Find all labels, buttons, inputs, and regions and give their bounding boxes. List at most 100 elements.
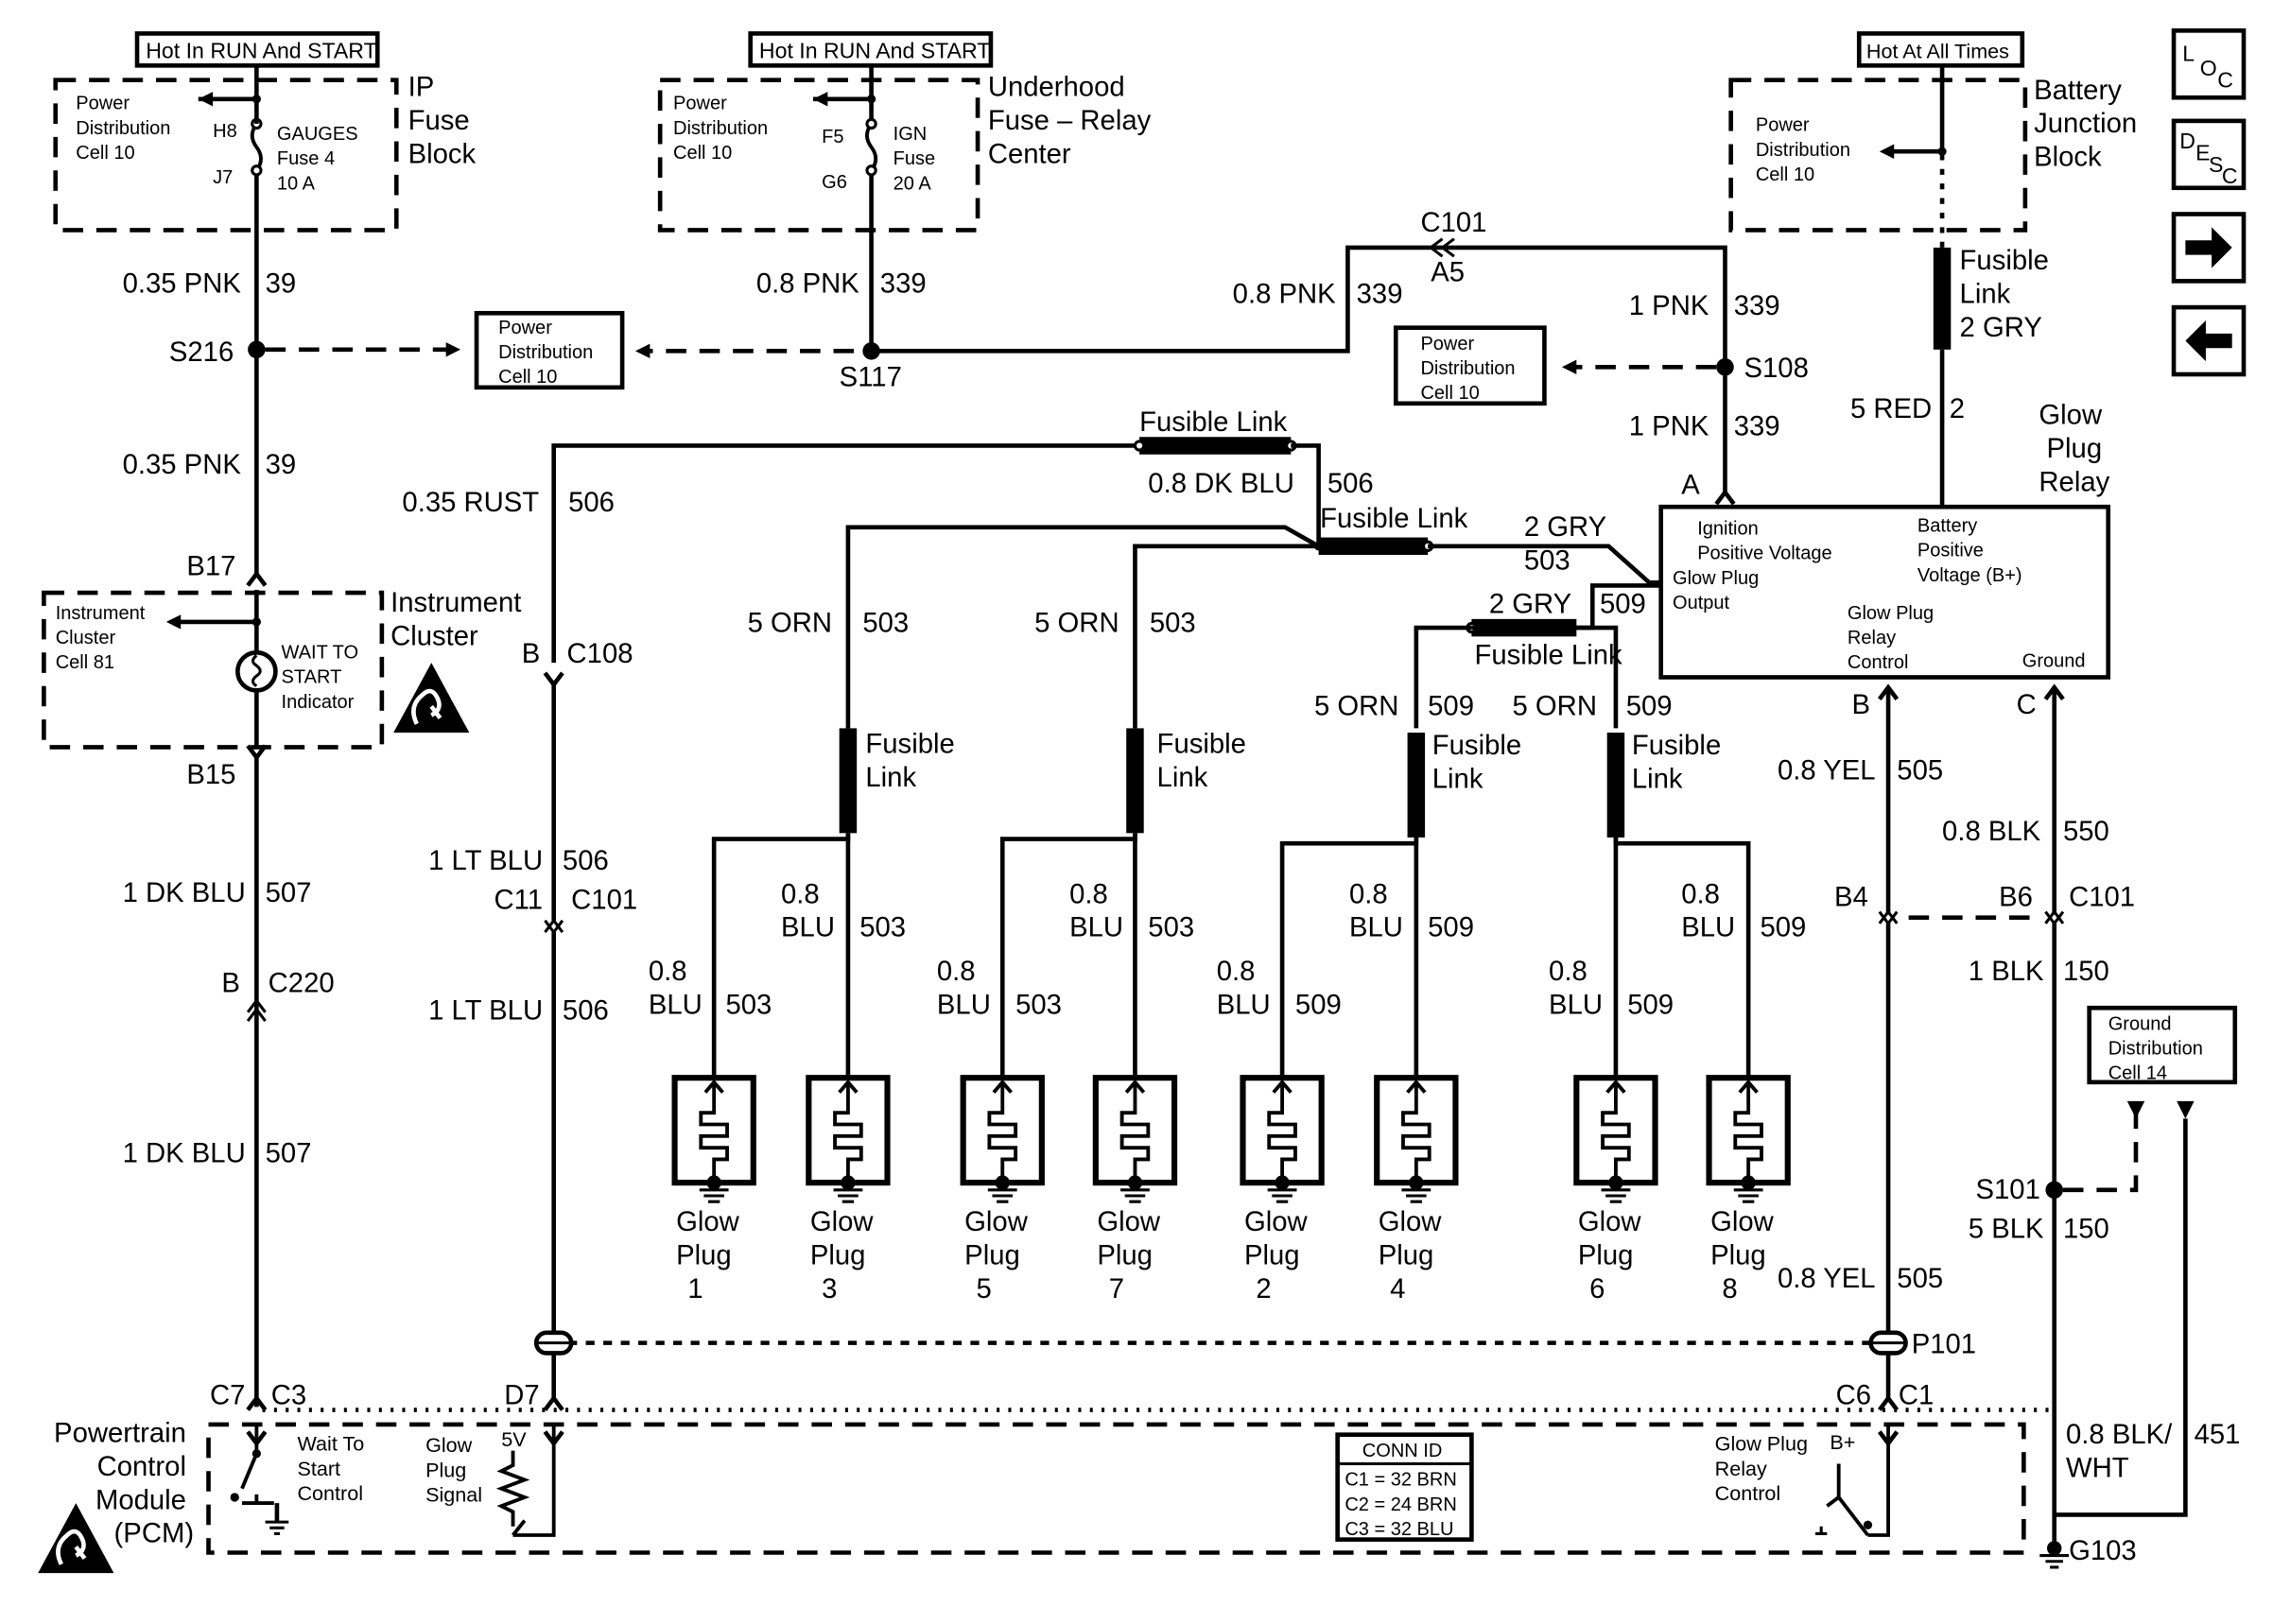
bj-hot-label: Hot At All Times xyxy=(1866,40,2009,63)
svg-text:WHT: WHT xyxy=(2066,1453,2129,1483)
glow-plug-icon xyxy=(675,1078,754,1201)
svg-text:BLU: BLU xyxy=(1681,913,1735,943)
svg-text:Fusible: Fusible xyxy=(865,730,954,760)
esd-warning-icon xyxy=(393,663,469,733)
svg-text:Link: Link xyxy=(865,763,916,793)
svg-text:506: 506 xyxy=(568,488,615,518)
svg-text:C101: C101 xyxy=(571,885,637,915)
svg-text:BLU: BLU xyxy=(1549,990,1603,1020)
svg-text:2: 2 xyxy=(1950,394,1965,424)
ground-g103 xyxy=(2047,1541,2062,1556)
svg-text:5 ORN: 5 ORN xyxy=(1034,609,1119,639)
svg-text:39: 39 xyxy=(266,450,297,480)
svg-text:Fusible Link: Fusible Link xyxy=(1320,504,1468,534)
ip-hot-label: Hot In RUN And START xyxy=(146,39,376,63)
svg-text:509: 509 xyxy=(1295,990,1342,1020)
splice-s216 xyxy=(248,340,266,359)
svg-text:339: 339 xyxy=(1734,412,1780,442)
wait-to-start-control-label: Wait To Start Control xyxy=(297,1432,370,1505)
svg-text:1 LT BLU: 1 LT BLU xyxy=(428,996,543,1027)
cluster-title: Instrument Cluster xyxy=(390,588,529,651)
arrow-left-icon xyxy=(2185,320,2232,362)
splice-s101 xyxy=(2045,1181,2063,1200)
svg-text:C6: C6 xyxy=(1836,1380,1871,1410)
forward-arrow-button[interactable] xyxy=(2171,212,2247,284)
svg-text:0.8 PNK: 0.8 PNK xyxy=(756,269,859,300)
svg-text:A: A xyxy=(1681,470,1700,500)
svg-text:509: 509 xyxy=(1626,692,1673,722)
svg-text:Power Distribution: Power Distribution Cell 10 xyxy=(1420,334,1520,404)
relay-title: Glow Plug Relay xyxy=(2039,400,2109,497)
battery-junction-block: Hot At All Times Power Distribution Cell… xyxy=(1728,31,2137,248)
svg-text:D7: D7 xyxy=(504,1380,539,1410)
conn-id-rows: C1 = 32 BRN C2 = 24 BRN C3 = 32 BLU xyxy=(1345,1470,1462,1540)
pcm-bplus-label: B+ xyxy=(1830,1430,1855,1454)
back-arrow-button[interactable] xyxy=(2171,304,2247,377)
svg-text:E: E xyxy=(2195,140,2210,164)
svg-text:507: 507 xyxy=(266,1139,312,1169)
svg-text:B4: B4 xyxy=(1834,882,1868,912)
svg-text:503: 503 xyxy=(1015,990,1062,1020)
svg-text:BLU: BLU xyxy=(1069,913,1123,943)
svg-text:506: 506 xyxy=(1327,469,1374,499)
instrument-cluster: Instrument Cluster Cell 81 WAIT TO START… xyxy=(42,588,529,750)
svg-text:0.8: 0.8 xyxy=(1349,879,1388,909)
svg-text:0.35 PNK: 0.35 PNK xyxy=(123,450,242,480)
power-dist-cell10-right[interactable]: Power Distribution Cell 10 xyxy=(1393,325,1547,406)
power-dist-cell10-mid[interactable]: Power Distribution Cell 10 xyxy=(474,310,625,390)
svg-text:0.8: 0.8 xyxy=(1681,879,1720,909)
svg-text:1 LT BLU: 1 LT BLU xyxy=(428,846,543,876)
ip-h8-label: H8 xyxy=(213,121,237,142)
svg-text:C: C xyxy=(2222,164,2238,188)
bj-power-dist-label: Power Distribution Cell 10 xyxy=(1756,115,1856,185)
svg-text:0.35 RUST: 0.35 RUST xyxy=(402,488,539,518)
svg-text:0.8 BLK/: 0.8 BLK/ xyxy=(2066,1420,2173,1450)
svg-text:BLU: BLU xyxy=(1217,990,1271,1020)
svg-text:A5: A5 xyxy=(1431,257,1465,287)
svg-text:339: 339 xyxy=(880,269,927,300)
svg-text:B: B xyxy=(522,639,541,669)
svg-text:C1: C1 xyxy=(1899,1380,1934,1410)
svg-text:503: 503 xyxy=(1148,913,1194,943)
conn-id-title: CONN ID xyxy=(1362,1441,1443,1461)
glow-plug-icon xyxy=(963,1078,1042,1201)
svg-text:0.8: 0.8 xyxy=(781,879,820,909)
svg-text:451: 451 xyxy=(2195,1420,2241,1450)
svg-text:1 DK BLU: 1 DK BLU xyxy=(123,1139,246,1169)
glow-plug-icon xyxy=(1377,1078,1455,1201)
connector-labels: C101 A5 B17 B15 B C108 C11 C101 B C220 A… xyxy=(186,208,2135,1410)
svg-text:39: 39 xyxy=(266,269,297,300)
uh-f5-label: F5 xyxy=(822,127,843,147)
svg-text:1 DK BLU: 1 DK BLU xyxy=(123,878,246,908)
s101-label: S101 xyxy=(1976,1175,2040,1205)
svg-text:C11: C11 xyxy=(495,885,544,915)
svg-text:509: 509 xyxy=(1760,913,1806,943)
loc-button[interactable]: L O C xyxy=(2171,28,2247,100)
svg-text:Fusible: Fusible xyxy=(1157,730,1246,760)
uh-g6-label: G6 xyxy=(822,172,847,193)
s108-label: S108 xyxy=(1744,354,1809,384)
svg-text:5 ORN: 5 ORN xyxy=(1513,692,1597,722)
svg-text:509: 509 xyxy=(1600,590,1646,620)
svg-text:B: B xyxy=(1852,690,1871,720)
svg-text:339: 339 xyxy=(1357,279,1403,309)
svg-text:C: C xyxy=(2017,690,2037,720)
ground-dist-cell14[interactable]: Ground Distribution Cell 14 xyxy=(2087,1005,2238,1085)
svg-text:0.8: 0.8 xyxy=(649,957,687,987)
svg-text:5 ORN: 5 ORN xyxy=(1314,692,1398,722)
svg-text:503: 503 xyxy=(725,990,772,1020)
pcm: Powertrain Control Module (PCM) Wait To … xyxy=(38,1418,2026,1573)
svg-text:Link: Link xyxy=(1157,763,1208,793)
svg-text:0.8 YEL: 0.8 YEL xyxy=(1778,755,1876,786)
desc-button[interactable]: D E S C xyxy=(2171,118,2247,191)
svg-text:Ignition Positive Voltag: Ignition Positive Voltage Battery Positi… xyxy=(1673,515,2086,673)
